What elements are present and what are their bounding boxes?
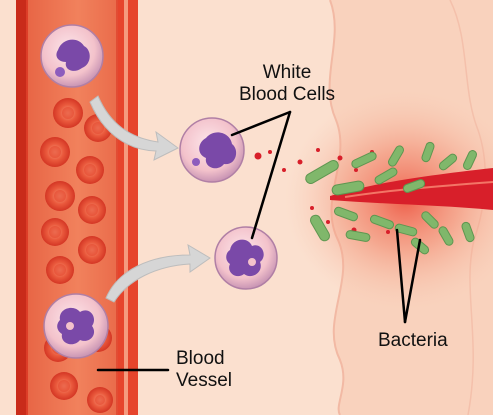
white-blood-cells-label: White Blood Cells <box>228 62 346 106</box>
red-blood-cell <box>50 372 78 400</box>
red-blood-cell <box>45 181 75 211</box>
white-blood-cell-vessel-top <box>41 25 103 87</box>
red-blood-cell <box>76 156 104 184</box>
bacteria-label: Bacteria <box>378 330 448 352</box>
red-blood-cell <box>78 196 106 224</box>
red-blood-cell <box>53 98 83 128</box>
white-blood-cell-tissue-upper <box>180 118 244 182</box>
red-blood-cell <box>78 236 106 264</box>
blood-vessel-label-line1: Blood <box>176 348 232 370</box>
vessel-wall-left <box>16 0 26 415</box>
white-blood-cells-label-line2: Blood Cells <box>228 84 346 106</box>
red-blood-cell <box>46 256 74 284</box>
blood-vessel-label: Blood Vessel <box>176 348 232 392</box>
white-blood-cell-tissue-lower <box>215 227 277 289</box>
white-blood-cell-vessel-bottom <box>44 294 108 358</box>
white-blood-cells-label-line1: White <box>228 62 346 84</box>
blood-vessel-label-line2: Vessel <box>176 370 232 392</box>
red-blood-cell <box>41 218 69 246</box>
red-blood-cell <box>40 137 70 167</box>
red-blood-cell <box>87 387 113 413</box>
vessel-wall-highlight <box>124 0 128 415</box>
